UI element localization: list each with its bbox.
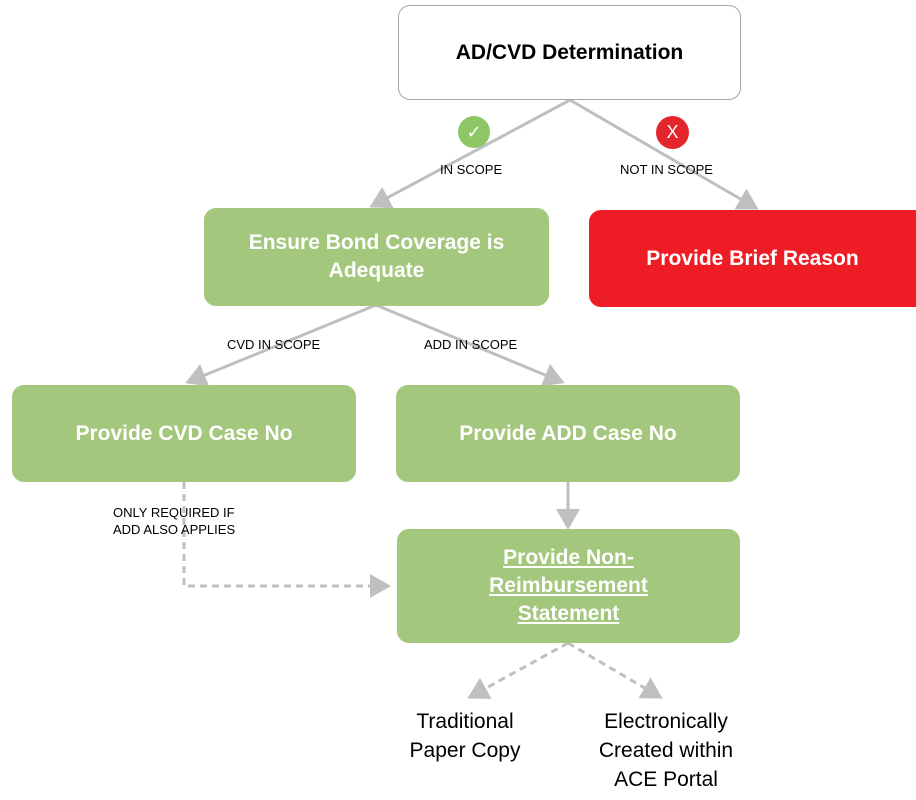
node-ad-cvd-determination: AD/CVD Determination <box>398 5 741 100</box>
node-label: Provide CVD Case No <box>75 421 293 445</box>
connector-to-electronic <box>567 641 663 699</box>
node-provide-cvd-case-no: Provide CVD Case No <box>12 385 356 482</box>
connector-cvd-in-scope <box>185 303 377 387</box>
node-label: Provide Brief Reason <box>646 246 859 270</box>
connector-not-in-scope <box>569 98 759 210</box>
edge-label-not-in-scope: NOT IN SCOPE <box>620 162 713 177</box>
connector-to-paper <box>467 641 569 699</box>
outcome-traditional-paper-copy: Traditional Paper Copy <box>409 710 521 762</box>
node-provide-non-reimbursement-statement[interactable]: Provide Non-Reimbursement Statement <box>397 529 740 643</box>
edge-label-only-required: ONLY REQUIRED IF ADD ALSO APPLIES <box>113 505 236 537</box>
check-icon: ✓ <box>458 116 490 148</box>
connector-add-in-scope <box>375 303 565 387</box>
node-ensure-bond-coverage: Ensure Bond Coverage is Adequate <box>204 208 549 306</box>
node-label: Ensure Bond Coverage is Adequate <box>248 231 505 282</box>
edge-label-add-in-scope: ADD IN SCOPE <box>424 337 518 352</box>
node-provide-brief-reason: Provide Brief Reason <box>589 210 916 307</box>
node-provide-add-case-no: Provide ADD Case No <box>396 385 740 482</box>
edge-label-cvd-in-scope: CVD IN SCOPE <box>227 337 321 352</box>
cross-icon: X <box>656 116 689 149</box>
node-label: Provide ADD Case No <box>459 421 677 445</box>
outcome-ace-portal: Electronically Created within ACE Portal <box>598 710 734 791</box>
non-reimbursement-link[interactable]: Provide Non-Reimbursement Statement <box>489 546 648 625</box>
node-label: AD/CVD Determination <box>455 40 684 64</box>
edge-label-in-scope: IN SCOPE <box>440 162 503 177</box>
connector-cvd-to-statement <box>182 482 391 598</box>
connector-in-scope <box>369 98 571 209</box>
